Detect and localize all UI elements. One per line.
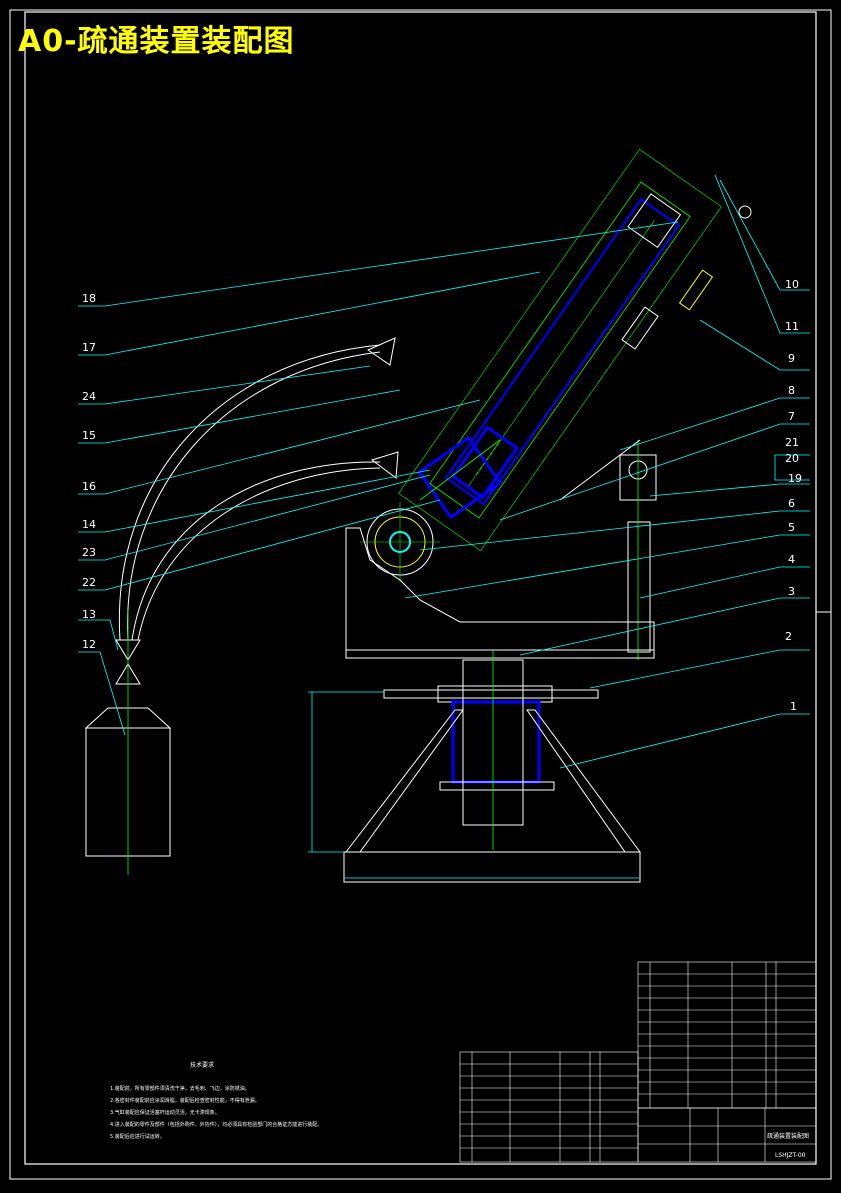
title-block-drawing-no: LSHJZT-00 <box>775 1152 806 1159</box>
balloon-1: 1 <box>790 700 797 713</box>
balloon-9: 9 <box>788 352 795 365</box>
note-line-5: 5.装配后应进行试运转。 <box>110 1134 165 1140</box>
balloon-14: 14 <box>82 518 96 531</box>
support-column <box>559 439 657 660</box>
drawing-title: A0-疏通装置装配图 <box>18 24 295 59</box>
note-line-4: 4.进入装配的零件及部件（包括外购件、外协件），均必须具有检验部门的合格证方能进… <box>110 1122 323 1128</box>
balloon-21: 21 <box>785 436 799 449</box>
drum-assembly <box>398 148 722 552</box>
balloon-3: 3 <box>788 585 795 598</box>
inner-border <box>24 11 817 1165</box>
note-line-2: 2.各密封件装配前应涂润滑脂，装配后检查密封性能，不得有泄漏。 <box>110 1098 260 1104</box>
leader-lines <box>78 174 810 769</box>
pivot-wheel <box>360 502 440 582</box>
note-line-3: 3.气缸装配应保证活塞杆运动灵活，无卡滞现象。 <box>110 1110 220 1116</box>
balloon-15: 15 <box>82 429 96 442</box>
dimensions <box>308 691 640 879</box>
balloon-16: 16 <box>82 480 96 493</box>
outer-border <box>9 9 832 1180</box>
balloon-19: 19 <box>788 472 802 485</box>
balloon-23: 23 <box>82 546 96 559</box>
title-block-drawing-name: 疏通装置装配图 <box>767 1132 809 1140</box>
gas-cylinder <box>84 610 172 875</box>
hoses <box>118 337 399 641</box>
balloon-6: 6 <box>788 497 795 510</box>
balloon-numbers: 18 17 24 15 16 14 23 22 13 12 10 11 9 8 … <box>82 278 802 713</box>
balloon-18: 18 <box>82 292 96 305</box>
balloon-17: 17 <box>82 341 96 354</box>
balloon-7: 7 <box>788 410 795 423</box>
parts-list-lower <box>459 1051 639 1163</box>
parts-list-upper <box>637 961 817 1109</box>
note-line-1: 1.装配前，所有零部件须清洗干净，去毛刺、飞边，涂防锈油。 <box>110 1086 250 1092</box>
balloon-20: 20 <box>785 452 799 465</box>
base-frame <box>343 527 655 883</box>
balloon-24: 24 <box>82 390 96 403</box>
balloon-4: 4 <box>788 553 795 566</box>
balloon-11: 11 <box>785 320 799 333</box>
balloon-2: 2 <box>785 630 792 643</box>
technical-requirements-heading: 技术要求 <box>190 1062 215 1069</box>
balloon-5: 5 <box>788 521 795 534</box>
balloon-12: 12 <box>82 638 96 651</box>
balloon-22: 22 <box>82 576 96 589</box>
nozzle-head <box>417 205 752 520</box>
title-block <box>637 1107 817 1163</box>
balloon-13: 13 <box>82 608 96 621</box>
balloon-8: 8 <box>788 384 795 397</box>
balloon-10: 10 <box>785 278 799 291</box>
